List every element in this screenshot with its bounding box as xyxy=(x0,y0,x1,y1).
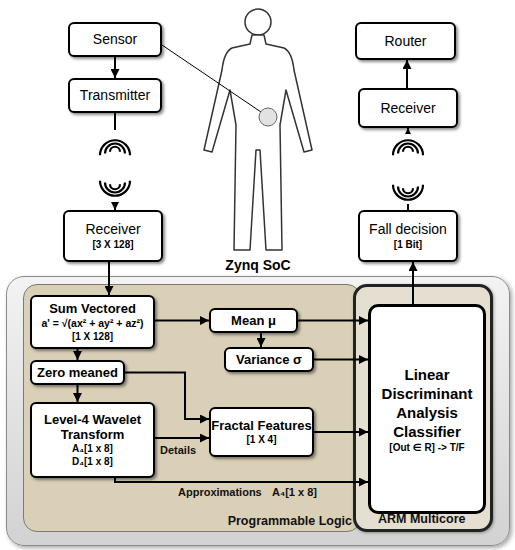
arrow-connector xyxy=(406,60,408,88)
node-text: Router xyxy=(384,33,426,50)
node-text: [1 X 4] xyxy=(246,433,276,446)
node-text: [1 Bit] xyxy=(394,238,422,251)
signal-label: A₄[1 x 8] xyxy=(272,486,317,498)
arrow-connector xyxy=(314,431,368,433)
node-text: [3 X 128] xyxy=(92,238,133,251)
node-text: Sum Vectored xyxy=(49,301,136,316)
node-text: [1 X 128] xyxy=(72,330,113,343)
wireless-symbol xyxy=(110,184,120,189)
wireless-symbol xyxy=(100,181,130,196)
processor-band: ARM MulticoreLinear Discriminant Analysi… xyxy=(353,284,493,532)
process-box: Variance σ xyxy=(224,347,314,372)
sensor-lead xyxy=(162,45,261,112)
arrow-connector xyxy=(125,373,209,420)
transmitter-box: Transmitter xyxy=(68,78,162,113)
process-box: Mean μ xyxy=(209,308,298,333)
human-figure xyxy=(204,35,312,250)
wireless-symbol xyxy=(398,144,418,154)
wireless-gap xyxy=(385,134,431,204)
arrow-connector xyxy=(260,333,262,347)
arrow-connector xyxy=(412,262,414,304)
wireless-symbol xyxy=(393,185,423,200)
wireless-gap xyxy=(92,130,138,202)
wireless-symbol xyxy=(403,188,413,193)
wireless-symbol xyxy=(398,187,418,197)
node-text: Linear Discriminant Analysis Classifier xyxy=(371,365,483,441)
receiver-box: Receiver xyxy=(358,88,458,128)
arrow-connector xyxy=(298,320,368,322)
node-text: Fractal Features xyxy=(211,418,311,433)
process-box: Level-4 Wavelet TransformA₄[1 x 8]D₄[1 x… xyxy=(30,402,155,478)
arrow-connector xyxy=(77,385,79,402)
process-box: Fractal Features[1 X 4] xyxy=(209,407,314,457)
sensor-box: Sensor xyxy=(68,22,162,57)
process-box: Sum Vectoreda' = √(ax² + ay² + az²)[1 X … xyxy=(30,295,155,349)
arrow-connector xyxy=(314,359,368,361)
arrow-connector xyxy=(115,478,368,482)
node-text: Receiver xyxy=(85,221,140,238)
soc-container: Zynq SoCProgrammable LogicSum Vectoreda'… xyxy=(6,276,510,546)
human-head xyxy=(245,9,271,35)
wireless-symbol xyxy=(110,147,120,152)
wireless-symbol xyxy=(393,140,423,155)
node-text: Transmitter xyxy=(80,87,150,104)
node-text: D₄[1 x 8] xyxy=(72,455,113,468)
arrow-connector xyxy=(155,320,209,322)
node-text: ARM Multicore xyxy=(378,512,466,526)
wireless-symbol xyxy=(105,183,125,193)
node-text: [Out ∈ R] -> T/F xyxy=(389,441,464,454)
arrow-connector xyxy=(108,262,110,295)
arrow-connector xyxy=(77,349,79,360)
node-text: a' = √(ax² + ay² + az²) xyxy=(42,316,144,330)
arrow-connector xyxy=(155,437,209,439)
sensor-spot xyxy=(259,108,277,126)
node-text: Receiver xyxy=(380,100,435,117)
node-text: Zero meaned xyxy=(37,365,118,380)
node-text: Zynq SoC xyxy=(7,257,509,273)
router-box: Router xyxy=(355,22,456,60)
process-box: Zero meaned xyxy=(30,360,125,385)
node-text: A₄[1 x 8] xyxy=(72,442,113,455)
node-text: Fall decision xyxy=(369,221,447,238)
wireless-symbol xyxy=(105,144,125,154)
classifier-box: Linear Discriminant Analysis Classifier[… xyxy=(368,304,486,514)
node-text: Programmable Logic xyxy=(228,514,352,528)
node-text: Mean μ xyxy=(231,313,276,328)
wireless-symbol xyxy=(100,140,130,155)
edge-label: Approximations xyxy=(178,486,262,498)
arrow-connector xyxy=(114,57,116,78)
wireless-symbol xyxy=(403,147,413,152)
decision-box: Fall decision[1 Bit] xyxy=(358,210,458,262)
node-text: Level-4 Wavelet Transform xyxy=(32,412,153,442)
node-text: Variance σ xyxy=(236,352,302,367)
node-text: Sensor xyxy=(93,31,137,48)
edge-label: Details xyxy=(160,444,196,456)
receiver-box: Receiver[3 X 128] xyxy=(63,210,163,262)
